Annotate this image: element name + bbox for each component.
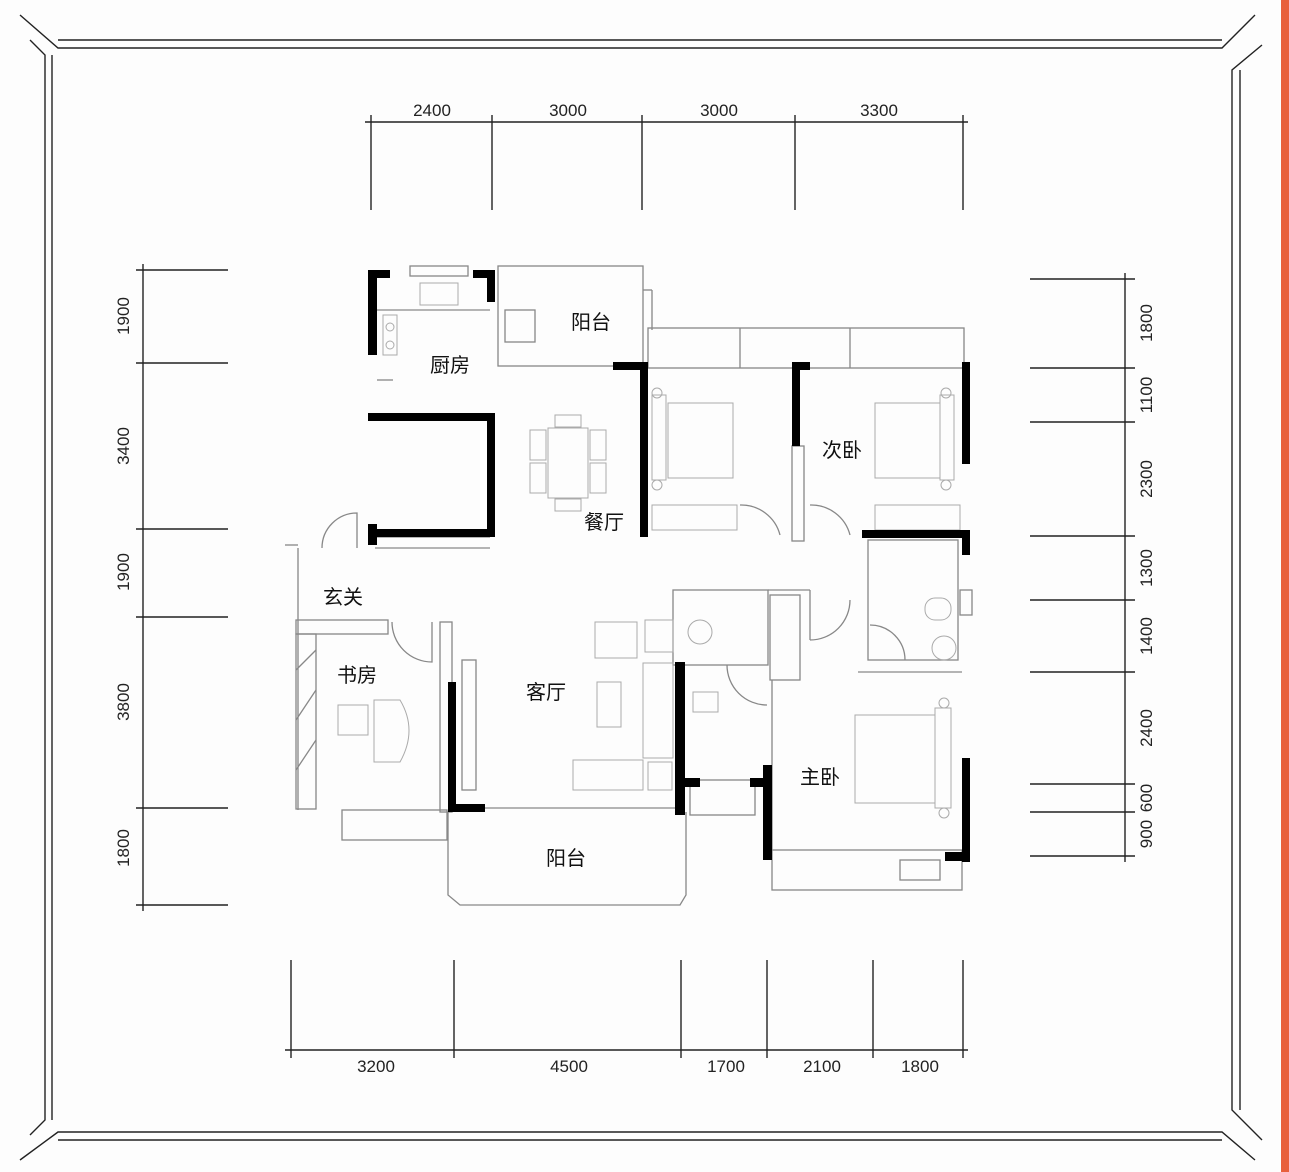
dim-bottom-3: 1700 (707, 1057, 745, 1076)
left-dimension-line (136, 264, 228, 911)
dim-right-3: 2300 (1137, 460, 1156, 498)
dim-top-4: 3300 (860, 101, 898, 120)
room-label-study: 书房 (337, 663, 377, 687)
room-label-master-bedroom: 主卧 (800, 765, 840, 789)
decorative-frame (19, 14, 1263, 1161)
thin-outlines (285, 265, 973, 906)
dim-right-8: 900 (1137, 820, 1156, 848)
dim-left-4: 3800 (114, 683, 133, 721)
dim-bottom-4: 2100 (803, 1057, 841, 1076)
dim-right-5: 1400 (1137, 617, 1156, 655)
dim-bottom-2: 4500 (550, 1057, 588, 1076)
room-label-dining-room: 餐厅 (584, 510, 624, 534)
room-label-second-bedroom: 次卧 (822, 438, 862, 462)
dim-right-7: 600 (1137, 784, 1156, 812)
dim-left-1: 1900 (114, 297, 133, 335)
room-label-entrance: 玄关 (323, 585, 363, 609)
dim-top-2: 3000 (549, 101, 587, 120)
room-label-balcony-north: 阳台 (571, 310, 611, 334)
dim-right-2: 1100 (1137, 377, 1156, 414)
dim-bottom-5: 1800 (901, 1057, 939, 1076)
room-label-living-room: 客厅 (526, 680, 566, 704)
dim-right-6: 2400 (1137, 709, 1156, 747)
dim-right-4: 1300 (1137, 549, 1156, 587)
walls (368, 270, 970, 862)
right-dimension-line (1030, 273, 1135, 862)
room-label-balcony-south: 阳台 (546, 846, 586, 870)
furniture (337, 282, 961, 819)
dim-right-1: 1800 (1137, 304, 1156, 342)
top-dimension-line (365, 115, 968, 210)
dim-left-5: 1800 (114, 829, 133, 867)
bottom-dimension-line (285, 960, 968, 1058)
dim-bottom-1: 3200 (357, 1057, 395, 1076)
dim-top-1: 2400 (413, 101, 451, 120)
dim-left-3: 1900 (114, 553, 133, 591)
dim-left-2: 3400 (114, 427, 133, 465)
dim-top-3: 3000 (700, 101, 738, 120)
room-label-kitchen: 厨房 (430, 353, 470, 377)
page-edge (1281, 0, 1289, 1172)
